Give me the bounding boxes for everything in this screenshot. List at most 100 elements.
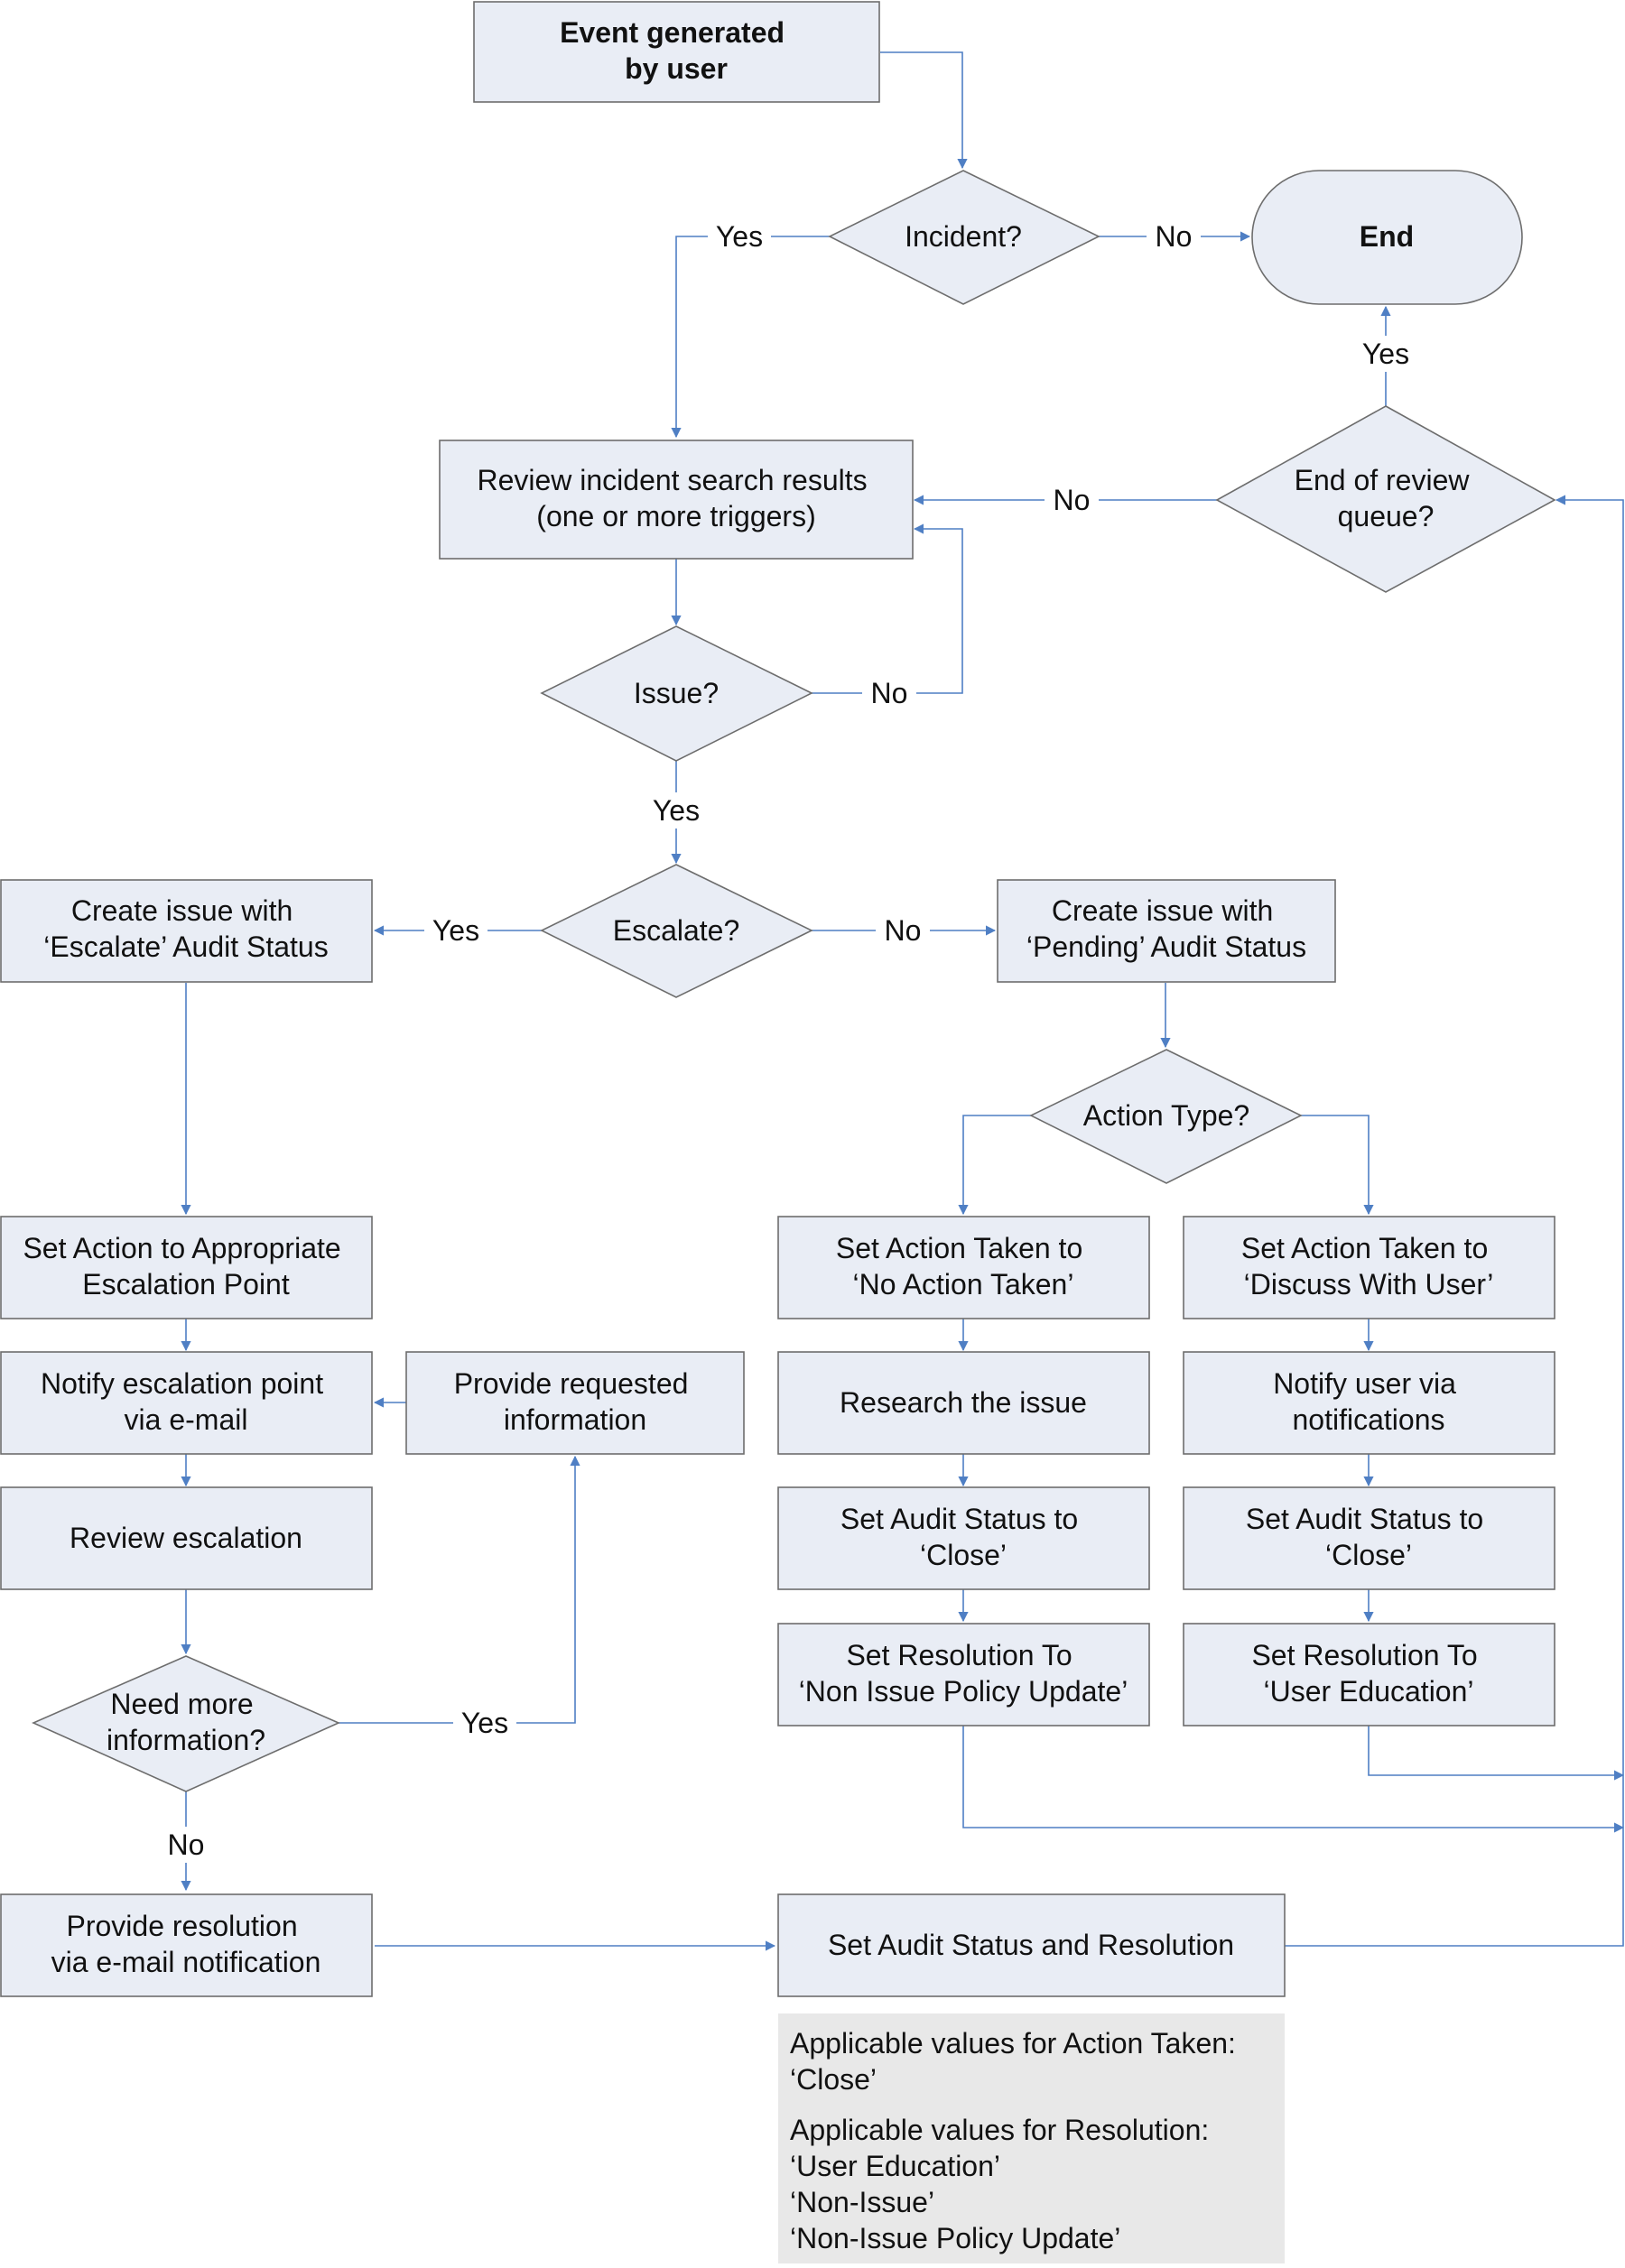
queue-yes-label: Yes bbox=[1362, 338, 1409, 370]
end-label: End bbox=[1360, 220, 1414, 253]
node-resolution-policy: Set Resolution To ‘Non Issue Policy Upda… bbox=[777, 1623, 1150, 1726]
notify-escalation-line-1: Notify escalation point bbox=[41, 1367, 323, 1400]
node-end: End bbox=[1251, 170, 1523, 305]
node-start: Event generated by user bbox=[473, 1, 880, 103]
node-end-queue-decision: End of review queue? bbox=[1215, 405, 1556, 593]
node-create-escalate: Create issue with ‘Escalate’ Audit Statu… bbox=[0, 879, 373, 983]
issue-no-label: No bbox=[871, 677, 908, 709]
connector-education-to-right bbox=[1368, 1726, 1625, 1781]
node-research: Research the issue bbox=[777, 1351, 1150, 1455]
node-incident-decision: Incident? bbox=[828, 170, 1100, 305]
provide-info-line-2: information bbox=[504, 1403, 646, 1436]
node-issue-decision: Issue? bbox=[540, 625, 813, 762]
set-action-escalation-line-2: Escalation Point bbox=[82, 1268, 290, 1301]
incident-yes-label: Yes bbox=[716, 220, 763, 253]
set-action-escalation-line-1: Set Action to Appropriate bbox=[23, 1232, 340, 1264]
svg-text:Notify user via notifica: Notify user via notifications bbox=[1273, 1367, 1464, 1436]
svg-text:Create issue with ‘Pendi: Create issue with ‘Pending’ Audit Status bbox=[1026, 894, 1306, 963]
notify-user-line-1: Notify user via bbox=[1273, 1367, 1456, 1400]
svg-text:Set Audit Status to ‘Clo: Set Audit Status to ‘Close’ bbox=[840, 1503, 1086, 1571]
start-line-1: Event generated bbox=[560, 16, 785, 49]
end-queue-line-1: End of review bbox=[1295, 464, 1471, 496]
note-action-value: ‘Close’ bbox=[790, 2063, 876, 2096]
svg-text:Set Action Taken to ‘Dis: Set Action Taken to ‘Discuss With User’ bbox=[1241, 1232, 1496, 1301]
connector-incident-yes bbox=[671, 236, 830, 439]
review-escalation-label: Review escalation bbox=[70, 1522, 302, 1554]
audit-close-1-line-2: ‘Close’ bbox=[920, 1539, 1007, 1571]
provide-info-line-1: Provide requested bbox=[454, 1367, 689, 1400]
need-info-line-2: information? bbox=[107, 1724, 265, 1756]
svg-text:Review incident search results: Review incident search results (one or m… bbox=[477, 464, 875, 532]
resolution-policy-line-1: Set Resolution To bbox=[846, 1639, 1072, 1671]
incident-label: Incident? bbox=[905, 220, 1022, 253]
set-no-action-line-2: ‘No Action Taken’ bbox=[853, 1268, 1074, 1301]
research-label: Research the issue bbox=[840, 1386, 1087, 1419]
set-discuss-line-2: ‘Discuss With User’ bbox=[1244, 1268, 1494, 1301]
node-provide-info: Provide requested information bbox=[405, 1351, 745, 1455]
set-audit-resolution-label: Set Audit Status and Resolution bbox=[828, 1929, 1234, 1961]
create-escalate-line-1: Create issue with bbox=[71, 894, 292, 927]
notify-user-line-2: notifications bbox=[1293, 1403, 1445, 1436]
node-need-info-decision: Need more information? bbox=[32, 1655, 340, 1792]
notify-escalation-line-2: via e-mail bbox=[125, 1403, 248, 1436]
issue-yes-label: Yes bbox=[653, 794, 700, 827]
resolution-education-line-1: Set Resolution To bbox=[1251, 1639, 1477, 1671]
note-action-heading: Applicable values for Action Taken: bbox=[790, 2027, 1236, 2060]
escalate-label: Escalate? bbox=[613, 914, 740, 947]
create-pending-line-1: Create issue with bbox=[1052, 894, 1273, 927]
svg-text:Create issue with ‘Escal: Create issue with ‘Escalate’ Audit Statu… bbox=[43, 894, 328, 963]
connector-action-to-discuss bbox=[1301, 1115, 1374, 1216]
svg-text:Provide requested inform: Provide requested information bbox=[454, 1367, 697, 1436]
provide-resolution-line-1: Provide resolution bbox=[66, 1910, 297, 1942]
escalate-no-label: No bbox=[885, 914, 922, 947]
need-info-yes-label: Yes bbox=[461, 1707, 508, 1739]
connector-start-to-incident bbox=[880, 51, 968, 170]
node-review-escalation: Review escalation bbox=[0, 1486, 373, 1590]
review-results-line-2: (one or more triggers) bbox=[536, 500, 815, 532]
queue-no-label: No bbox=[1054, 484, 1091, 516]
node-set-discuss: Set Action Taken to ‘Discuss With User’ bbox=[1183, 1216, 1555, 1319]
node-audit-close-1: Set Audit Status to ‘Close’ bbox=[777, 1486, 1150, 1590]
svg-text:Applicable values for Action T: Applicable values for Action Taken: ‘Clo… bbox=[790, 2027, 1244, 2254]
svg-text:Set Audit Status to ‘Clo: Set Audit Status to ‘Close’ bbox=[1246, 1503, 1491, 1571]
set-no-action-line-1: Set Action Taken to bbox=[836, 1232, 1082, 1264]
node-review-results: Review incident search results (one or m… bbox=[439, 440, 914, 560]
issue-label: Issue? bbox=[634, 677, 719, 709]
incident-no-label: No bbox=[1156, 220, 1193, 253]
provide-resolution-line-2: via e-mail notification bbox=[51, 1946, 321, 1978]
escalate-yes-label: Yes bbox=[432, 914, 479, 947]
svg-text:Notify escalation point: Notify escalation point via e-mail bbox=[41, 1367, 331, 1436]
connector-need-info-yes bbox=[339, 1455, 580, 1724]
svg-text:Set Action Taken to ‘No: Set Action Taken to ‘No Action Taken’ bbox=[836, 1232, 1091, 1301]
audit-close-2-line-2: ‘Close’ bbox=[1325, 1539, 1412, 1571]
svg-text:Provide resolution via e: Provide resolution via e-mail notificati… bbox=[51, 1910, 321, 1978]
node-escalate-decision: Escalate? bbox=[540, 864, 813, 998]
create-escalate-line-2: ‘Escalate’ Audit Status bbox=[43, 930, 328, 963]
set-discuss-line-1: Set Action Taken to bbox=[1241, 1232, 1488, 1264]
note-resolution-value: ‘Non-Issue’ bbox=[790, 2186, 933, 2218]
svg-text:End of review queue?: End of review queue? bbox=[1295, 464, 1478, 532]
node-notify-user: Notify user via notifications bbox=[1183, 1351, 1555, 1455]
note-resolution-heading: Applicable values for Resolution: bbox=[790, 2114, 1209, 2146]
audit-close-2-line-1: Set Audit Status to bbox=[1246, 1503, 1483, 1535]
node-action-type-decision: Action Type? bbox=[1029, 1049, 1303, 1184]
review-results-line-1: Review incident search results bbox=[477, 464, 867, 496]
svg-text:Event generated by user: Event generated by user bbox=[560, 16, 793, 85]
resolution-education-line-2: ‘User Education’ bbox=[1264, 1675, 1474, 1708]
svg-text:Set Resolution To ‘User: Set Resolution To ‘User Education’ bbox=[1251, 1639, 1485, 1708]
note-resolution-value: ‘Non-Issue Policy Update’ bbox=[790, 2222, 1120, 2254]
action-type-label: Action Type? bbox=[1083, 1099, 1249, 1132]
edge-labels: Yes No Yes No No Yes Yes No Yes No bbox=[159, 218, 1417, 1863]
connector-set-audit-to-queue bbox=[1285, 495, 1624, 1947]
svg-text:Need more information?: Need more information? bbox=[107, 1688, 265, 1756]
connector-action-to-no-action bbox=[958, 1115, 1031, 1216]
connectors bbox=[181, 51, 1625, 1951]
node-resolution-education: Set Resolution To ‘User Education’ bbox=[1183, 1623, 1555, 1726]
node-provide-resolution: Provide resolution via e-mail notificati… bbox=[0, 1893, 373, 1997]
svg-text:Set Resolution To ‘Non I: Set Resolution To ‘Non Issue Policy Upda… bbox=[799, 1639, 1128, 1708]
audit-close-1-line-1: Set Audit Status to bbox=[840, 1503, 1078, 1535]
node-set-action-escalation: Set Action to Appropriate Escalation Poi… bbox=[0, 1216, 373, 1319]
node-notify-escalation: Notify escalation point via e-mail bbox=[0, 1351, 373, 1455]
applicable-values-note: Applicable values for Action Taken: ‘Clo… bbox=[778, 2013, 1285, 2263]
